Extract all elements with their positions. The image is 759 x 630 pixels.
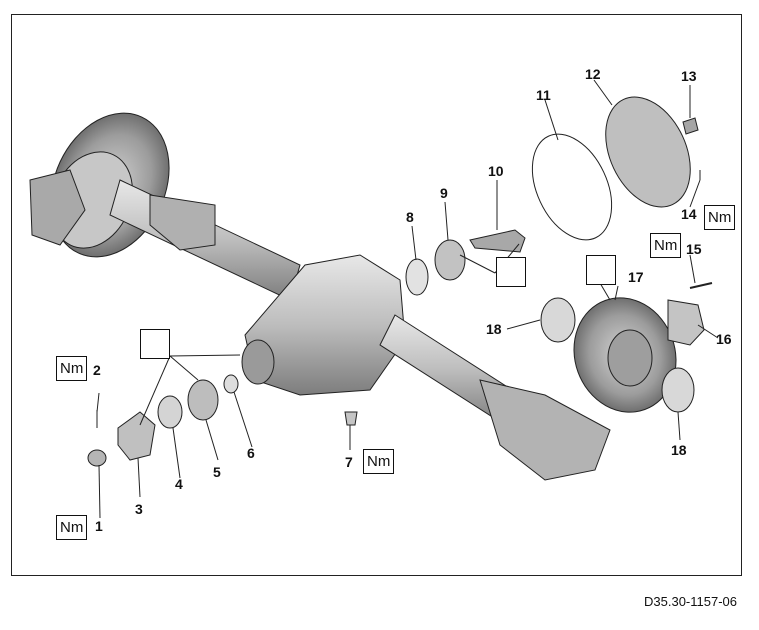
cover-plug bbox=[682, 117, 699, 135]
part-number: 18 bbox=[671, 442, 687, 458]
drive-pinion bbox=[469, 229, 526, 253]
differential-case bbox=[607, 329, 653, 387]
part-number: 16 bbox=[716, 331, 732, 347]
document-id: D35.30-1157-06 bbox=[644, 594, 737, 609]
part-number: 12 bbox=[585, 66, 601, 82]
spacer-ring bbox=[223, 374, 239, 394]
pinion-bearing bbox=[434, 239, 466, 281]
part-number: 9 bbox=[440, 185, 448, 201]
tapered-bearing bbox=[187, 379, 219, 421]
part-number: 8 bbox=[406, 209, 414, 225]
cover-gasket bbox=[531, 133, 613, 241]
part-number: 11 bbox=[536, 87, 551, 103]
pinion-flange-seat bbox=[241, 339, 275, 385]
part-number: 3 bbox=[135, 501, 143, 517]
side-seal-lower bbox=[661, 367, 695, 413]
differential-cover bbox=[605, 96, 691, 208]
part-number: 10 bbox=[488, 163, 504, 179]
cap-bolt bbox=[689, 282, 713, 289]
part-number: 15 bbox=[686, 241, 702, 257]
part-number: 18 bbox=[486, 321, 502, 337]
part-number: 14 bbox=[681, 206, 697, 222]
drain-plug bbox=[344, 411, 358, 426]
flange-nut bbox=[87, 449, 107, 467]
axle-end-right bbox=[479, 379, 611, 481]
brake-caliper bbox=[29, 169, 86, 246]
part-number: 5 bbox=[213, 464, 221, 480]
shim-ring bbox=[405, 258, 429, 296]
output-flange bbox=[117, 411, 156, 461]
part-number: 17 bbox=[628, 269, 644, 285]
torque-label-box: Nm bbox=[704, 205, 736, 230]
torque-label-box: Nm bbox=[650, 233, 682, 258]
bearing-mark-box bbox=[496, 257, 526, 287]
diagram-frame bbox=[11, 14, 742, 576]
bracket-left bbox=[149, 194, 216, 251]
side-seal-upper bbox=[540, 297, 576, 343]
part-number: 2 bbox=[93, 362, 101, 378]
shaft-seal bbox=[157, 395, 183, 429]
torque-label-box: Nm bbox=[363, 449, 395, 474]
bearing-mark-box bbox=[586, 255, 616, 285]
bearing-mark-box bbox=[140, 329, 170, 359]
part-number: 4 bbox=[175, 476, 183, 492]
part-number: 13 bbox=[681, 68, 697, 84]
torque-label-box: Nm bbox=[56, 356, 88, 381]
torque-label-box: Nm bbox=[56, 515, 88, 540]
part-number: 1 bbox=[95, 518, 103, 534]
part-number: 7 bbox=[345, 454, 353, 470]
bearing-cap bbox=[667, 299, 705, 346]
part-number: 6 bbox=[247, 445, 255, 461]
